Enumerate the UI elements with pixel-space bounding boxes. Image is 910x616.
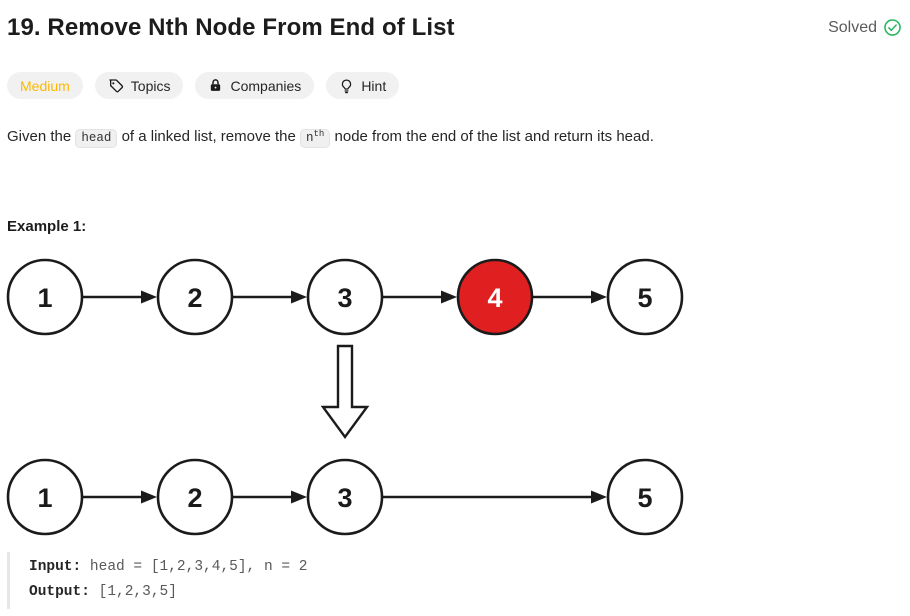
arrowhead	[291, 290, 307, 304]
input-label: Input:	[29, 559, 82, 575]
lock-icon	[208, 78, 223, 93]
hint-label: Hint	[361, 77, 387, 94]
problem-statement: Given the head of a linked list, remove …	[7, 122, 890, 150]
list-node	[306, 458, 384, 536]
statement-text: Given the	[7, 128, 72, 146]
solved-status: Solved	[828, 18, 902, 37]
list-node	[306, 258, 384, 336]
node-value: 5	[637, 483, 652, 513]
example-illustration: 1 2 3 4 5 1 2 3 5	[0, 240, 910, 550]
node-value: 3	[337, 283, 352, 313]
difficulty-label: Medium	[20, 77, 70, 94]
companies-label: Companies	[230, 77, 302, 94]
input-value: head = [1,2,3,4,5], n = 2	[89, 559, 308, 575]
lightbulb-icon	[339, 78, 354, 94]
arrowhead	[141, 290, 157, 304]
page-title: 19. Remove Nth Node From End of List	[7, 14, 455, 41]
tags-row: Medium Topics Companies	[7, 72, 400, 99]
inline-code-nth: nth	[300, 129, 331, 149]
output-value: [1,2,3,5]	[98, 584, 177, 600]
node-value: 2	[187, 283, 202, 313]
arrowhead	[441, 290, 457, 304]
topics-label: Topics	[130, 77, 171, 94]
arrowhead	[591, 290, 607, 304]
arrowhead	[141, 490, 157, 504]
example-output-line: Output: [1,2,3,5]	[29, 580, 890, 605]
node-value: 5	[637, 283, 652, 313]
difficulty-badge[interactable]: Medium	[7, 72, 83, 99]
companies-button[interactable]: Companies	[195, 72, 315, 99]
down-arrow	[320, 344, 370, 440]
node-value: 3	[337, 483, 352, 513]
node-value: 1	[37, 283, 52, 313]
statement-text: node from the end of the list and return…	[334, 128, 654, 146]
node-value: 2	[187, 483, 202, 513]
tag-icon	[108, 78, 124, 94]
list-node	[6, 258, 84, 336]
list-node	[6, 458, 84, 536]
output-label: Output:	[29, 584, 90, 600]
header: 19. Remove Nth Node From End of List Sol…	[7, 14, 902, 42]
arrowhead	[291, 490, 307, 504]
statement-text: of a linked list, remove the	[121, 128, 296, 146]
check-circle-icon	[883, 18, 902, 37]
topics-button[interactable]: Topics	[94, 72, 184, 99]
solved-label: Solved	[828, 18, 877, 36]
inline-code-head: head	[75, 129, 118, 149]
hint-button[interactable]: Hint	[326, 72, 400, 99]
node-value: 4	[487, 283, 502, 313]
example-input-line: Input: head = [1,2,3,4,5], n = 2	[29, 555, 890, 580]
list-node	[606, 458, 684, 536]
node-value: 1	[37, 483, 52, 513]
list-node	[156, 258, 234, 336]
list-node-highlighted	[456, 258, 534, 336]
list-node	[156, 458, 234, 536]
arrowhead	[591, 490, 607, 504]
example-heading: Example 1:	[7, 218, 87, 235]
example-io-block: Input: head = [1,2,3,4,5], n = 2 Output:…	[7, 552, 890, 609]
list-node	[606, 258, 684, 336]
linked-list-diagram: 1 2 3 4 5 1 2 3 5	[6, 258, 684, 536]
